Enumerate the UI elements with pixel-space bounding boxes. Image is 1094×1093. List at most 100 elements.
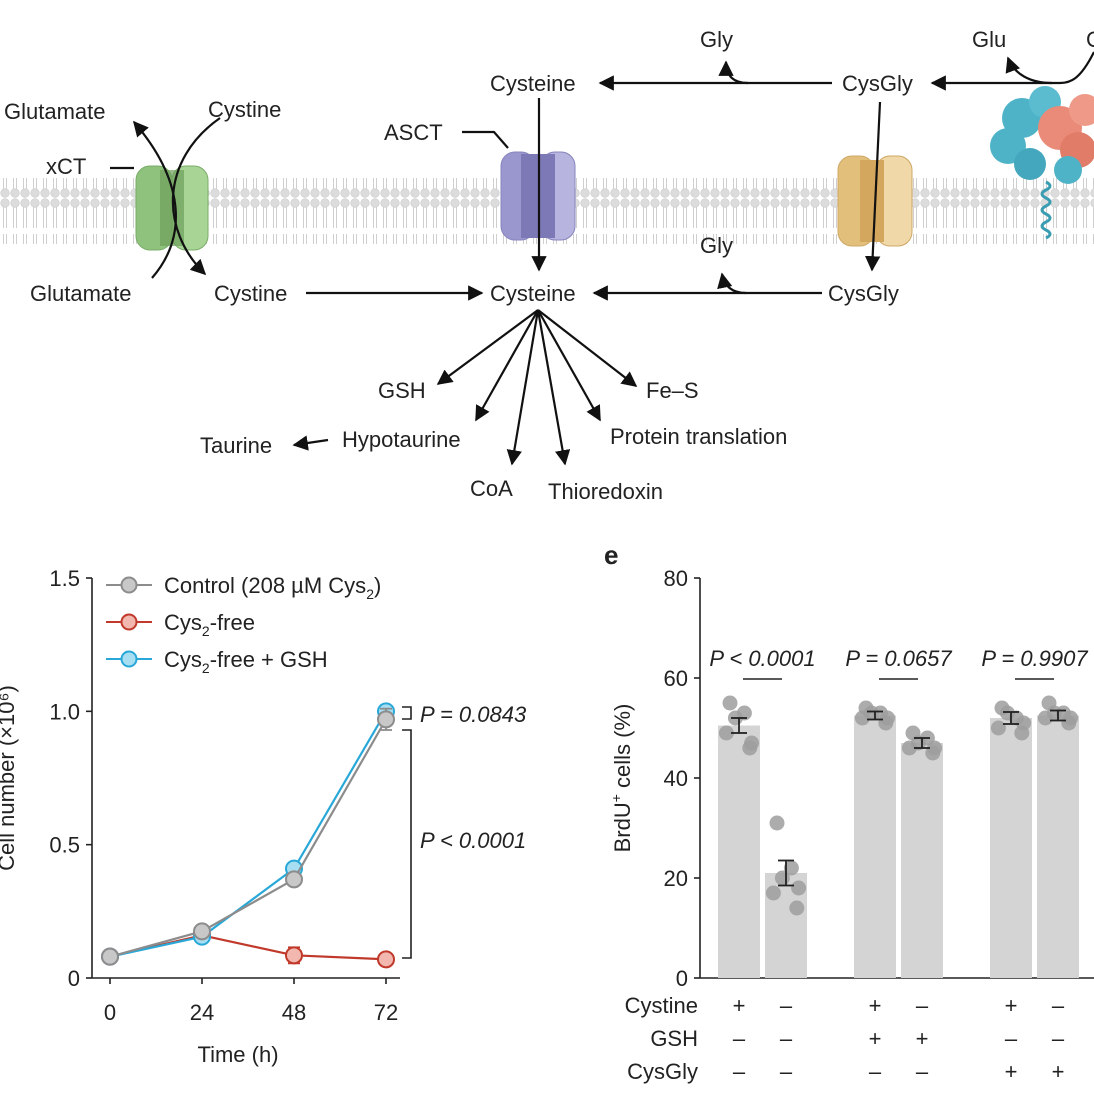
e-data-point bbox=[744, 735, 760, 751]
e-condition-sign: + bbox=[1052, 1059, 1065, 1084]
e-data-point bbox=[880, 710, 896, 726]
d-data-point bbox=[377, 950, 395, 969]
e-pvalue-label: P = 0.0657 bbox=[845, 646, 952, 671]
e-bar bbox=[854, 715, 896, 978]
d-x-tick-label: 24 bbox=[190, 1000, 214, 1025]
d-legend-name: Cys bbox=[164, 647, 202, 672]
e-y-tick-label: 80 bbox=[664, 566, 688, 591]
pathway-arrows bbox=[110, 51, 1094, 466]
label-cysgly-in: CysGly bbox=[828, 281, 899, 306]
e-data-point bbox=[769, 815, 785, 831]
d-legend-label: Cys2-free + GSH bbox=[164, 647, 328, 676]
e-condition-sign: + bbox=[869, 993, 882, 1018]
d-x-ticks: 0 24 48 72 bbox=[104, 978, 398, 1025]
xct-transporter bbox=[135, 165, 209, 251]
label-thioredoxin: Thioredoxin bbox=[548, 479, 663, 504]
membrane-protein-complex bbox=[990, 86, 1094, 240]
label-asct: ASCT bbox=[384, 120, 443, 145]
e-y-tick-label: 60 bbox=[664, 666, 688, 691]
d-legend-tail: ) bbox=[374, 573, 381, 598]
d-series bbox=[101, 702, 395, 969]
d-legend-marker bbox=[120, 576, 138, 594]
e-data-point bbox=[791, 880, 807, 896]
d-legend-name: Control (208 µM Cys bbox=[164, 573, 366, 598]
label-coa: CoA bbox=[470, 476, 513, 501]
e-bar bbox=[718, 725, 760, 978]
e-y-axis-label: BrdU+ cells (%) bbox=[608, 704, 635, 853]
d-x-tick-label: 48 bbox=[282, 1000, 306, 1025]
e-condition-sign: – bbox=[733, 1026, 746, 1051]
label-cystine-in: Cystine bbox=[214, 281, 287, 306]
e-condition-sign: – bbox=[916, 993, 929, 1018]
label-xct: xCT bbox=[46, 154, 86, 179]
d-y-tick-label: 1.5 bbox=[49, 566, 80, 591]
d-x-axis-label: Time (h) bbox=[197, 1042, 278, 1067]
d-y-tick-label: 0.5 bbox=[49, 833, 80, 858]
e-condition-sign: – bbox=[869, 1059, 882, 1084]
e-pvalue-label: P < 0.0001 bbox=[709, 646, 815, 671]
d-legend-label: Control (208 µM Cys2) bbox=[164, 573, 381, 602]
d-legend-tail: -free + GSH bbox=[210, 647, 328, 672]
d-legend-tail: -free bbox=[210, 610, 255, 635]
e-bar bbox=[1037, 715, 1079, 978]
e-condition-sign: – bbox=[733, 1059, 746, 1084]
label-cysteine-in: Cysteine bbox=[490, 281, 576, 306]
d-y-tick-label: 0 bbox=[68, 966, 80, 991]
e-pvalue-label: P = 0.9907 bbox=[981, 646, 1088, 671]
label-cysteine-out: Cysteine bbox=[490, 71, 576, 96]
d-bracket-gsh bbox=[402, 706, 412, 720]
d-x-tick-label: 0 bbox=[104, 1000, 116, 1025]
pathway-diagram: Glutamate Cystine xCT ASCT Cysteine Gly … bbox=[0, 27, 1094, 504]
label-glutamate-in: Glutamate bbox=[30, 281, 132, 306]
d-data-point bbox=[193, 922, 211, 941]
e-data-point bbox=[783, 860, 799, 876]
label-protein-translation: Protein translation bbox=[610, 424, 787, 449]
e-data-point bbox=[718, 725, 734, 741]
d-bracket-free bbox=[402, 729, 412, 959]
d-legend: Control (208 µM Cys2)Cys2-freeCys2-free … bbox=[106, 573, 381, 676]
d-legend-marker bbox=[120, 650, 138, 668]
d-legend-name: Cys bbox=[164, 610, 202, 635]
e-pvalues: P < 0.0001 P = 0.0657 P = 0.9907 bbox=[709, 646, 1088, 680]
label-cysgly-out: CysGly bbox=[842, 71, 913, 96]
e-condition-sign: – bbox=[1052, 1026, 1065, 1051]
e-data-point bbox=[774, 870, 790, 886]
d-x-tick-label: 72 bbox=[374, 1000, 398, 1025]
e-condition-sign: – bbox=[780, 1059, 793, 1084]
panel-d-line-chart: 0 0.5 1.0 1.5 0 24 48 72 Time (h) Cell number … bbox=[0, 566, 527, 1067]
e-condition-sign: – bbox=[1052, 993, 1065, 1018]
e-data-point bbox=[863, 705, 879, 721]
e-condition-label: GSH bbox=[650, 1026, 698, 1051]
label-glu-out: Glu bbox=[972, 27, 1006, 52]
d-series-line bbox=[109, 710, 387, 958]
d-y-tick-label: 1.0 bbox=[49, 699, 80, 724]
e-data-point bbox=[999, 705, 1015, 721]
d-data-point bbox=[377, 710, 395, 729]
d-pvalue-gsh: P = 0.0843 bbox=[420, 702, 527, 727]
label-fes: Fe–S bbox=[646, 378, 699, 403]
e-bars bbox=[718, 695, 1079, 978]
e-condition-sign: – bbox=[780, 1026, 793, 1051]
d-y-axis-label: Cell number (×10⁶) bbox=[0, 685, 19, 871]
d-legend-sub: 2 bbox=[202, 660, 210, 676]
label-gsh: GSH bbox=[378, 378, 426, 403]
panel-e-letter: e bbox=[604, 540, 618, 570]
e-condition-label: Cystine bbox=[625, 993, 698, 1018]
e-data-point bbox=[990, 720, 1006, 736]
e-condition-sign: + bbox=[1005, 1059, 1018, 1084]
d-data-point bbox=[285, 870, 303, 889]
e-condition-sign: + bbox=[869, 1026, 882, 1051]
label-gly-out: Gly bbox=[700, 27, 733, 52]
label-glutamate-out: Glutamate bbox=[4, 99, 106, 124]
e-condition-sign: + bbox=[1005, 993, 1018, 1018]
d-legend-marker bbox=[120, 613, 138, 631]
label-gly-in: Gly bbox=[700, 233, 733, 258]
e-data-point bbox=[722, 695, 738, 711]
d-pvalue-free: P < 0.0001 bbox=[420, 828, 526, 853]
e-condition-table: Cystine+–+–+–GSH––++––CysGly––––++ bbox=[625, 993, 1065, 1084]
label-taurine: Taurine bbox=[200, 433, 272, 458]
e-y-tick-label: 40 bbox=[664, 766, 688, 791]
